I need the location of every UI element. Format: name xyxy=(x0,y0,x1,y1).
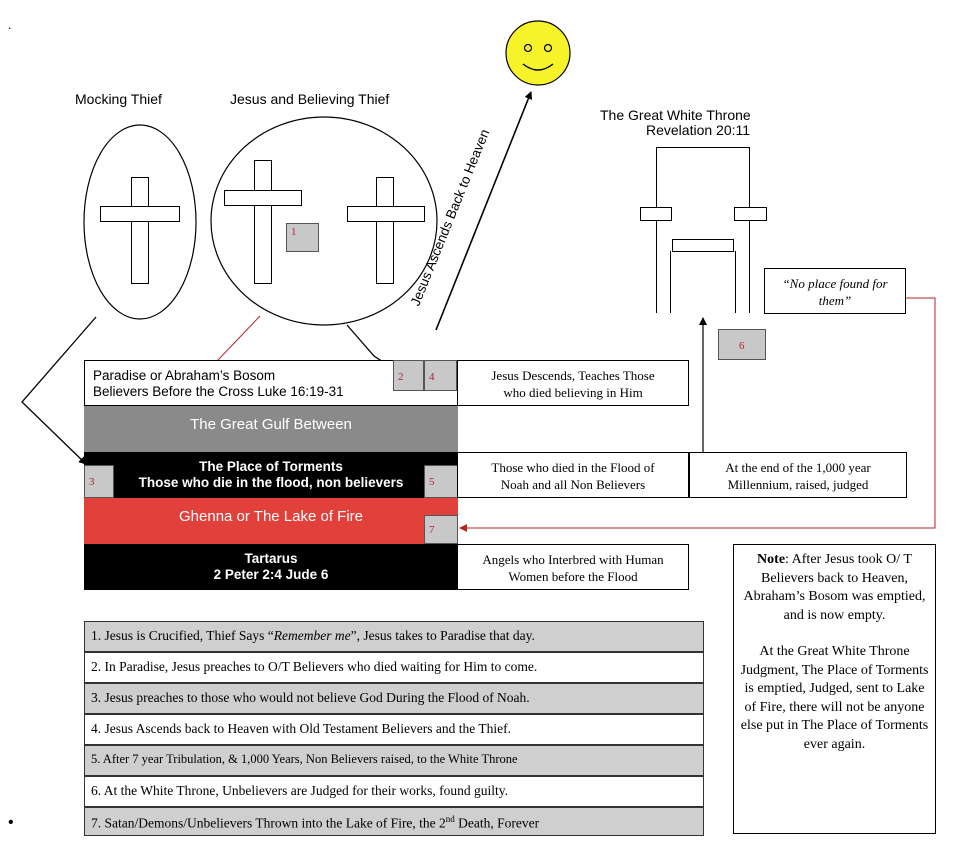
ascension-arrow xyxy=(435,91,533,331)
mocking-thief-label: Mocking Thief xyxy=(75,91,162,107)
mocking-thief-ellipse xyxy=(83,124,197,320)
note-heading: Note xyxy=(757,552,786,567)
no-place-line1: “No place found for xyxy=(782,276,888,291)
descends-line1: Jesus Descends, Teaches Those xyxy=(491,368,655,383)
angels-box: Angels who Interbred with Human Women be… xyxy=(457,544,689,590)
white-throne-title: The Great White Throne xyxy=(600,107,751,123)
flood-box: Those who died in the Flood of Noah and … xyxy=(457,452,689,498)
jesus-believing-thief-label: Jesus and Believing Thief xyxy=(230,91,390,107)
list-item-6: 6. At the White Throne, Unbelievers are … xyxy=(84,776,704,807)
torments-line2: Those who die in the flood, non believer… xyxy=(138,475,404,490)
tartarus-line2: 2 Peter 2:4 Jude 6 xyxy=(213,567,329,582)
paradise-line2: Believers Before the Cross Luke 16:19-31 xyxy=(93,384,344,399)
list-item-2: 2. In Paradise, Jesus preaches to O/T Be… xyxy=(84,652,704,683)
jesus-descends-box: Jesus Descends, Teaches Those who died b… xyxy=(457,360,689,406)
stray-dot: . xyxy=(8,18,12,32)
marker-6: 6 xyxy=(718,329,766,360)
tartarus-line1: Tartarus xyxy=(244,551,298,566)
no-place-box: “No place found for them” xyxy=(764,268,906,314)
mocking-thief-arrow xyxy=(21,316,97,465)
flood-line2: Noah and all Non Believers xyxy=(500,477,646,492)
note-paragraph-1: Note: After Jesus took O/ T Believers ba… xyxy=(740,551,929,625)
marker-7: 7 xyxy=(424,515,458,544)
list-item-3: 3. Jesus preaches to those who would not… xyxy=(84,683,704,714)
list-item-7: 7. Satan/Demons/Unbelievers Thrown into … xyxy=(84,807,704,836)
note-text-1: : After Jesus took O/ T Believers back t… xyxy=(743,552,926,623)
tartarus-band: Tartarus 2 Peter 2:4 Jude 6 xyxy=(84,544,458,590)
list-item-4: 4. Jesus Ascends back to Heaven with Old… xyxy=(84,714,704,745)
no-place-line2: them” xyxy=(818,293,852,308)
note-paragraph-2: At the Great White Throne Judgment, The … xyxy=(740,644,929,752)
angels-line2: Women before the Flood xyxy=(508,569,638,584)
torments-band: The Place of Torments Those who die in t… xyxy=(84,452,458,498)
believers-circle xyxy=(210,116,438,326)
lake-of-fire-band: Ghenna or The Lake of Fire xyxy=(84,498,458,544)
marker-3: 3 xyxy=(84,465,114,498)
flood-line1: Those who died in the Flood of xyxy=(491,460,655,475)
marker-4: 4 xyxy=(424,360,457,391)
remember-me-emphasis: Remember me xyxy=(273,628,351,643)
white-throne-reference: Revelation 20:11 xyxy=(646,122,751,138)
smiley-face-icon xyxy=(505,20,571,86)
angels-line1: Angels who Interbred with Human xyxy=(482,552,664,567)
second-superscript: nd xyxy=(445,814,455,824)
marker-2: 2 xyxy=(393,360,424,391)
paradise-line1: Paradise or Abraham’s Bosom xyxy=(93,368,276,383)
no-place-to-fire-arrow xyxy=(459,297,936,532)
great-gulf-band: The Great Gulf Between xyxy=(84,406,458,452)
descends-line2: who died believing in Him xyxy=(503,385,643,400)
marker-5: 5 xyxy=(424,465,458,498)
torments-line1: The Place of Torments xyxy=(199,459,343,474)
marker-1: 1 xyxy=(286,223,319,252)
bullet-mark: • xyxy=(8,814,14,831)
list-item-1: 1. Jesus is Crucified, Thief Says “Remem… xyxy=(84,621,704,652)
list-item-5: 5. After 7 year Tribulation, & 1,000 Yea… xyxy=(84,745,704,776)
millennium-line2: Millennium, raised, judged xyxy=(727,477,869,492)
note-box: Note: After Jesus took O/ T Believers ba… xyxy=(733,544,936,834)
millennium-line1: At the end of the 1,000 year xyxy=(725,460,871,475)
millennium-box: At the end of the 1,000 year Millennium,… xyxy=(689,452,907,498)
